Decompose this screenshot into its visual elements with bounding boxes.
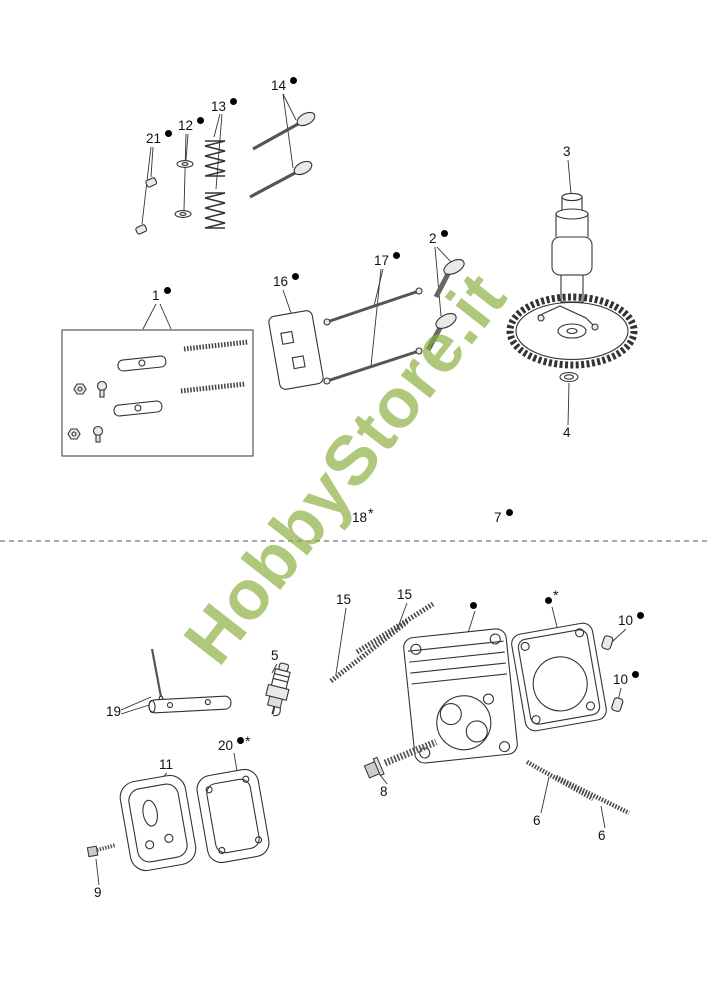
part-number: 21 xyxy=(146,131,162,146)
part-number: 19 xyxy=(106,704,122,719)
star-marker: * xyxy=(245,733,251,749)
valve-keepers-drawing xyxy=(135,177,158,235)
spark-plug-drawing xyxy=(265,662,291,717)
dot-marker xyxy=(637,612,645,619)
dot-marker xyxy=(163,287,171,294)
callout-10b: 10 xyxy=(613,671,640,687)
callout-head-dot xyxy=(470,598,477,612)
part-number: 6 xyxy=(598,828,606,843)
part-number: 2 xyxy=(429,231,437,246)
part-number: 9 xyxy=(94,885,102,900)
dot-marker xyxy=(197,117,205,124)
dot-marker xyxy=(440,230,448,237)
callout-8: 8 xyxy=(380,785,388,799)
cover-bolt-drawing xyxy=(86,843,117,858)
valves-drawing xyxy=(249,111,316,199)
callout-5: 5 xyxy=(271,649,279,663)
push-rods-drawing xyxy=(323,287,423,385)
rocker-shaft-and-pin-drawing xyxy=(148,648,232,714)
part-number: 7 xyxy=(494,510,502,525)
head-bolt-drawing xyxy=(363,738,438,779)
dot-marker xyxy=(470,602,477,609)
rocker-arm-kit-drawing xyxy=(61,329,254,457)
callout-14: 14 xyxy=(271,77,298,93)
callout-4: 4 xyxy=(563,426,571,440)
callout-11: 11 xyxy=(159,758,173,772)
block-studs-drawing xyxy=(525,760,630,816)
dot-marker xyxy=(290,77,298,84)
callout-3: 3 xyxy=(563,145,571,159)
part-number: 18 xyxy=(352,510,368,525)
callout-10a: 10 xyxy=(618,612,645,628)
dot-marker xyxy=(393,252,401,259)
head-gasket-drawing xyxy=(511,622,607,732)
part-number: 6 xyxy=(533,813,541,828)
callout-gasket-dot-star: * xyxy=(545,588,558,607)
callout-9: 9 xyxy=(94,886,102,900)
callout-18: 18* xyxy=(352,506,373,525)
shim-washer-drawing xyxy=(559,371,579,383)
star-marker: * xyxy=(553,587,559,603)
part-number: 8 xyxy=(380,784,388,799)
callout-15a: 15 xyxy=(336,593,351,607)
part-number: 4 xyxy=(563,425,571,440)
spring-retainers-drawing xyxy=(174,160,194,218)
dot-marker xyxy=(632,671,640,678)
callout-20: 20 * xyxy=(218,734,250,753)
callout-13: 13 xyxy=(211,98,238,114)
valve-cover-gasket-drawing xyxy=(196,768,270,864)
part-number: 15 xyxy=(397,587,413,602)
callout-6a: 6 xyxy=(533,814,541,828)
callout-19: 19 xyxy=(106,705,121,719)
push-rod-guide-plate-drawing xyxy=(268,310,324,390)
part-number: 16 xyxy=(273,274,289,289)
part-number: 10 xyxy=(618,613,634,628)
part-number: 15 xyxy=(336,592,352,607)
part-number: 14 xyxy=(271,78,287,93)
dowel-pins-drawing xyxy=(601,635,624,712)
part-number: 1 xyxy=(152,288,160,303)
dot-marker xyxy=(237,737,245,744)
callout-7: 7 xyxy=(494,509,513,525)
part-number: 10 xyxy=(613,672,629,687)
callout-12: 12 xyxy=(178,117,205,133)
part-number: 11 xyxy=(159,757,174,772)
part-number: 17 xyxy=(374,253,390,268)
callout-16: 16 xyxy=(273,273,300,289)
callout-6b: 6 xyxy=(598,829,606,843)
part-number: 20 xyxy=(218,738,234,753)
dot-marker xyxy=(545,597,552,604)
cylinder-head-drawing xyxy=(403,628,518,764)
head-studs-drawing xyxy=(329,601,435,683)
part-number: 5 xyxy=(271,648,279,663)
valve-lifters-drawing xyxy=(425,259,465,352)
callout-15b: 15 xyxy=(397,588,412,602)
valve-springs-drawing xyxy=(204,140,226,229)
dot-marker xyxy=(230,98,238,105)
callout-1: 1 xyxy=(152,287,171,303)
callout-2: 2 xyxy=(429,230,448,246)
valve-cover-drawing xyxy=(119,774,197,872)
callout-17: 17 xyxy=(374,252,401,268)
part-number: 3 xyxy=(563,144,571,159)
camshaft-drawing xyxy=(506,192,638,369)
dot-marker xyxy=(165,130,173,137)
part-number: 13 xyxy=(211,99,227,114)
dot-marker xyxy=(505,509,513,516)
star-marker: * xyxy=(368,505,374,521)
part-number: 12 xyxy=(178,118,194,133)
dot-marker xyxy=(292,273,300,280)
callout-21: 21 xyxy=(146,130,173,146)
